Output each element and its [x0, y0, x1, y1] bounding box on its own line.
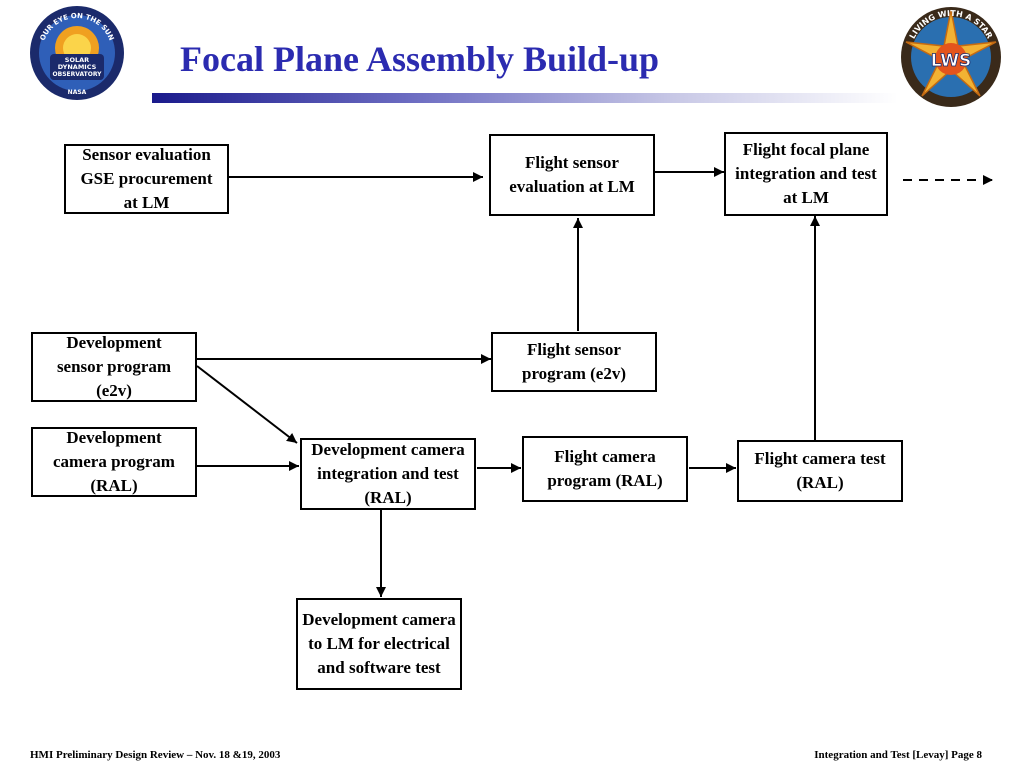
sdo-logo: OUR EYE ON THE SUN SOLAR DYNAMICS OBSERV…	[28, 4, 126, 102]
lws-logo: LIVING WITH A STAR LWS	[898, 4, 1004, 110]
box-flight-sensor-eval-label: Flight sensor evaluation at LM	[509, 153, 635, 196]
lws-text: LWS	[931, 51, 972, 71]
box-dev-camera-int-test-label: Development camera integration and test …	[311, 440, 465, 507]
box-sensor-eval-gse-label: Sensor evaluation GSE procurement at LM	[80, 145, 213, 212]
box-flight-camera-program: Flight camera program (RAL)	[522, 436, 688, 502]
sdo-line2: DYNAMICS	[58, 63, 97, 71]
box-flight-sensor-eval: Flight sensor evaluation at LM	[489, 134, 655, 216]
page-title: Focal Plane Assembly Build-up	[180, 39, 660, 79]
box-flight-fpa-integration: Flight focal plane integration and test …	[724, 132, 888, 216]
box-dev-camera-to-lm: Development camera to LM for electrical …	[296, 598, 462, 690]
sdo-line3: OBSERVATORY	[53, 71, 103, 78]
arrow-dev-sensor-to-dev-int	[196, 365, 298, 444]
box-flight-camera-test-label: Flight camera test (RAL)	[754, 449, 886, 492]
box-flight-fpa-integration-label: Flight focal plane integration and test …	[735, 140, 877, 207]
box-dev-sensor-program: Development sensor program (e2v)	[31, 332, 197, 402]
box-dev-camera-int-test: Development camera integration and test …	[300, 438, 476, 510]
box-flight-camera-program-label: Flight camera program (RAL)	[547, 447, 663, 490]
sdo-line1: SOLAR	[65, 56, 89, 64]
footer-left: HMI Preliminary Design Review – Nov. 18 …	[30, 749, 281, 761]
footer-right: Integration and Test [Levay] Page 8	[814, 749, 982, 761]
box-flight-sensor-program: Flight sensor program (e2v)	[491, 332, 657, 392]
sdo-bottom: NASA	[68, 89, 87, 96]
title-underline	[152, 93, 898, 103]
box-dev-sensor-program-label: Development sensor program (e2v)	[56, 333, 172, 400]
box-sensor-eval-gse: Sensor evaluation GSE procurement at LM	[64, 144, 229, 214]
box-flight-camera-test: Flight camera test (RAL)	[737, 440, 903, 502]
box-dev-camera-program-label: Development camera program (RAL)	[53, 428, 175, 495]
box-flight-sensor-program-label: Flight sensor program (e2v)	[521, 340, 627, 383]
box-dev-camera-to-lm-label: Development camera to LM for electrical …	[302, 610, 456, 677]
box-dev-camera-program: Development camera program (RAL)	[31, 427, 197, 497]
